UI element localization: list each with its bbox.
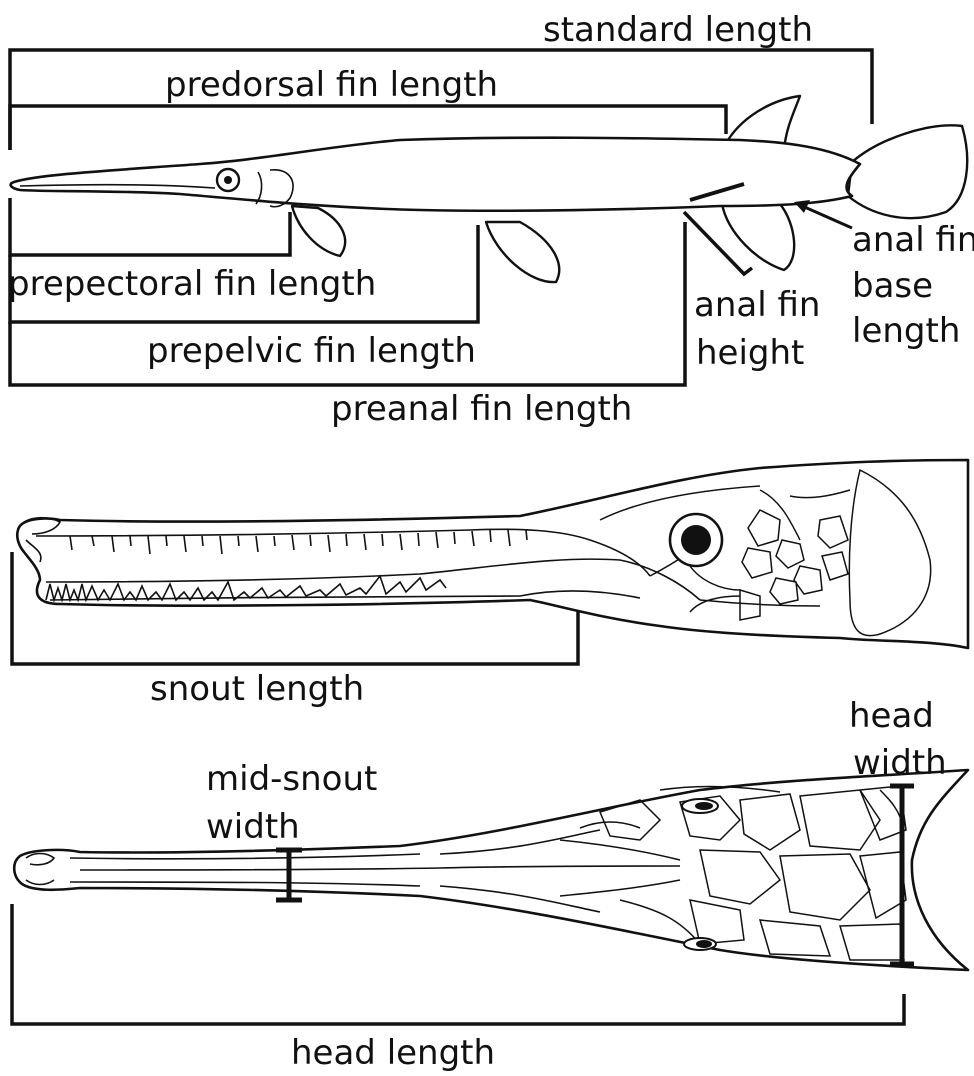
pectoral-fin bbox=[292, 206, 345, 256]
prepectoral-label: prepectoral fin length bbox=[8, 264, 376, 304]
fish-pupil bbox=[224, 176, 232, 184]
anal-fin-base-arrowhead bbox=[794, 200, 810, 213]
mid-snout-width-label-2: width bbox=[206, 807, 300, 847]
anal-fin-base-arrow-line bbox=[800, 205, 852, 228]
prepectoral-bracket bbox=[10, 198, 290, 255]
caudal-fin bbox=[848, 125, 967, 218]
pelvic-fin bbox=[486, 222, 559, 282]
lateral-view-panel: standard length predorsal fin length pre… bbox=[8, 10, 974, 429]
head-width-label-1: head bbox=[849, 696, 934, 736]
anal-fin-base-label-2: base bbox=[852, 266, 933, 306]
standard-length-label: standard length bbox=[543, 10, 813, 50]
mid-snout-width-label-1: mid-snout bbox=[206, 759, 377, 799]
head-length-label: head length bbox=[291, 1033, 495, 1073]
anal-fin-base-label-1: anal fin bbox=[852, 220, 974, 260]
skull-lateral-panel: snout length bbox=[12, 460, 968, 709]
snout-length-label: snout length bbox=[150, 669, 364, 709]
preanal-label: preanal fin length bbox=[331, 389, 632, 429]
prepelvic-label: prepelvic fin length bbox=[147, 331, 476, 371]
anal-fin-height-label-1: anal fin bbox=[694, 285, 820, 325]
dorsal-eye-bottom-pupil bbox=[696, 940, 712, 948]
dorsal-eye-top-pupil bbox=[695, 802, 713, 810]
anal-fin-height-label-2: height bbox=[696, 333, 804, 373]
anal-fin-base-label-3: length bbox=[852, 311, 960, 351]
skull-lateral-outline bbox=[17, 460, 968, 648]
head-width-label-2: width bbox=[853, 743, 947, 783]
fish-body bbox=[11, 138, 860, 211]
skull-dorsal-panel: mid-snout width head width head length bbox=[12, 696, 968, 1073]
skull-eye-pupil bbox=[681, 525, 711, 555]
predorsal-label: predorsal fin length bbox=[165, 65, 498, 105]
